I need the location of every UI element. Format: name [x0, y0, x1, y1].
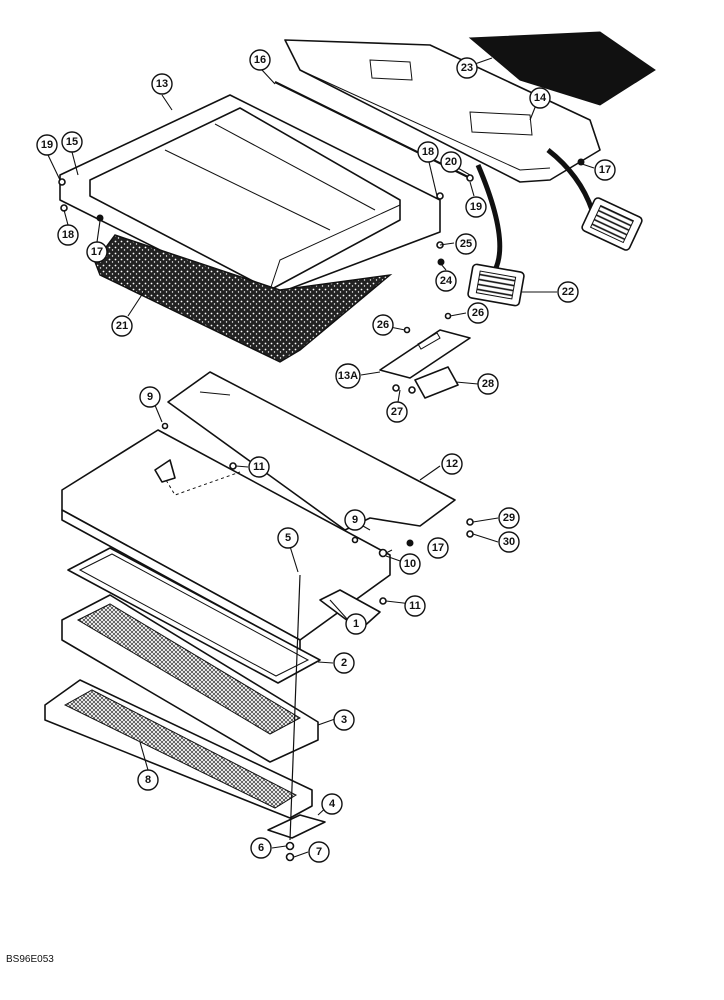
svg-text:17: 17 [432, 542, 444, 554]
svg-text:27: 27 [391, 406, 403, 418]
svg-text:19: 19 [41, 139, 53, 151]
callout-7: 7 [308, 841, 330, 863]
callout-11a: 11 [248, 456, 270, 478]
callout-5: 5 [277, 527, 299, 549]
callout-24: 24 [435, 270, 457, 292]
callout-8: 8 [137, 769, 159, 791]
svg-text:13: 13 [156, 78, 168, 90]
svg-text:28: 28 [482, 378, 494, 390]
svg-text:6: 6 [258, 842, 264, 854]
svg-text:25: 25 [460, 238, 472, 250]
svg-text:26: 26 [472, 307, 484, 319]
svg-text:10: 10 [404, 558, 416, 570]
callout-12: 12 [441, 453, 463, 475]
plate-28 [414, 366, 459, 399]
seal-strip-23 [468, 31, 656, 106]
vent-22a [467, 263, 525, 307]
vent-22b [581, 197, 643, 251]
callout-28: 28 [477, 373, 499, 395]
callout-25: 25 [455, 233, 477, 255]
callout-16: 16 [249, 49, 271, 71]
svg-text:1: 1 [353, 618, 359, 630]
callout-29: 29 [498, 507, 520, 529]
rod-16 [274, 81, 471, 179]
svg-text:11: 11 [253, 461, 265, 473]
callout-22: 22 [557, 281, 579, 303]
svg-text:24: 24 [440, 275, 453, 287]
svg-text:18: 18 [422, 146, 434, 158]
callout-27: 27 [386, 401, 408, 423]
callout-18a: 18 [57, 224, 79, 246]
svg-text:22: 22 [562, 286, 574, 298]
callout-15: 15 [61, 131, 83, 153]
svg-text:23: 23 [461, 62, 473, 74]
roof-channel-14 [284, 39, 601, 183]
callout-30: 30 [498, 531, 520, 553]
callout-20: 20 [440, 151, 462, 173]
callout-14: 14 [529, 87, 551, 109]
filter-3 [61, 594, 319, 763]
callout-6: 6 [250, 837, 272, 859]
callout-17c: 17 [427, 537, 449, 559]
callout-9a: 9 [139, 386, 161, 408]
svg-text:5: 5 [285, 532, 291, 544]
callout-18b: 18 [417, 141, 439, 163]
svg-text:2: 2 [341, 657, 347, 669]
callout-17b: 17 [594, 159, 616, 181]
callout-4: 4 [321, 793, 343, 815]
hardware [58, 158, 585, 862]
svg-text:7: 7 [316, 846, 322, 858]
callout-13a: 13A [335, 363, 361, 389]
bracket-13a [379, 329, 471, 379]
svg-text:15: 15 [66, 136, 78, 148]
svg-text:4: 4 [329, 798, 336, 810]
callout-23: 23 [456, 57, 478, 79]
svg-text:9: 9 [352, 514, 358, 526]
svg-text:8: 8 [145, 774, 151, 786]
callout-26a: 26 [372, 314, 394, 336]
cover-13 [89, 107, 401, 291]
svg-text:12: 12 [446, 458, 458, 470]
svg-text:9: 9 [147, 391, 153, 403]
callout-17a: 17 [86, 241, 108, 263]
svg-text:19: 19 [470, 201, 482, 213]
strap-4 [267, 814, 326, 839]
svg-text:13A: 13A [338, 370, 358, 382]
callout-26b: 26 [467, 302, 489, 324]
callout-13: 13 [151, 73, 173, 95]
callout-1: 1 [345, 613, 367, 635]
callout-11b: 11 [404, 595, 426, 617]
callout-2: 2 [333, 652, 355, 674]
svg-text:29: 29 [503, 512, 515, 524]
svg-text:17: 17 [599, 164, 611, 176]
hose-22 [475, 148, 595, 272]
bolt-5 [289, 574, 301, 841]
gasket-2 [67, 547, 321, 684]
svg-text:21: 21 [116, 320, 128, 332]
figure-code: BS96E053 [6, 954, 54, 965]
svg-text:26: 26 [377, 319, 389, 331]
svg-text:16: 16 [254, 54, 266, 66]
callout-9b: 9 [344, 509, 366, 531]
callout-19b: 19 [465, 196, 487, 218]
callout-21: 21 [111, 315, 133, 337]
svg-text:17: 17 [91, 246, 103, 258]
callout-19a: 19 [36, 134, 58, 156]
svg-text:30: 30 [503, 536, 515, 548]
svg-text:18: 18 [62, 229, 74, 241]
svg-text:14: 14 [534, 92, 547, 104]
svg-text:3: 3 [341, 714, 347, 726]
callout-10: 10 [399, 553, 421, 575]
svg-text:11: 11 [409, 600, 421, 612]
callout-3: 3 [333, 709, 355, 731]
filter-pad-21 [94, 234, 393, 363]
svg-text:20: 20 [445, 156, 457, 168]
tray-8 [44, 679, 313, 819]
